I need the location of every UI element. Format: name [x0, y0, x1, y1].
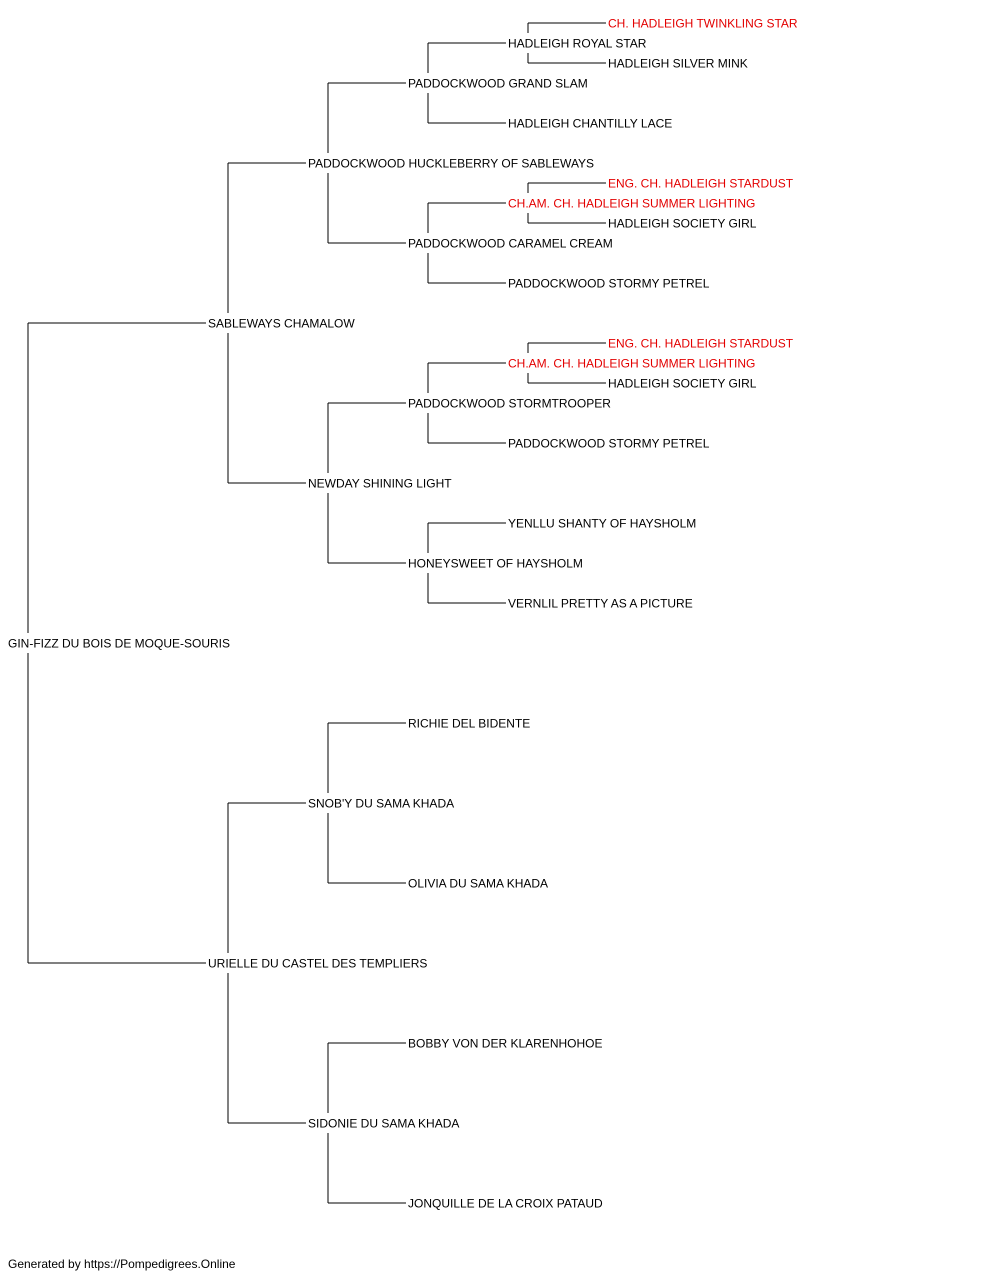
subject-dam-dam-dam-name: JONQUILLE DE LA CROIX PATAUD: [408, 1197, 603, 1211]
subject-sire-sire-name: PADDOCKWOOD HUCKLEBERRY OF SABLEWAYS: [308, 157, 594, 171]
subject-sire-sire-dam-sire-dam-name: HADLEIGH SOCIETY GIRL: [608, 217, 757, 231]
subject-sire-dam-dam-dam-name: VERNLIL PRETTY AS A PICTURE: [508, 597, 693, 611]
pedigree-labels: GIN-FIZZ DU BOIS DE MOQUE-SOURIS SABLEWAY…: [8, 17, 798, 1211]
subject-sire-sire-dam-sire-sire-name: ENG. CH. HADLEIGH STARDUST: [608, 177, 794, 191]
subject-sire-dam-sire-sire-name: CH.AM. CH. HADLEIGH SUMMER LIGHTING: [508, 357, 755, 371]
subject-sire-dam-sire-dam-name: PADDOCKWOOD STORMY PETREL: [508, 437, 710, 451]
subject-sire-dam-sire-name: PADDOCKWOOD STORMTROOPER: [408, 397, 611, 411]
subject-dam-dam-name: SIDONIE DU SAMA KHADA: [308, 1117, 459, 1131]
subject-sire-sire-dam-name: PADDOCKWOOD CARAMEL CREAM: [408, 237, 613, 251]
subject-sire-sire-sire-sire-name: HADLEIGH ROYAL STAR: [508, 37, 647, 51]
subject-sire-sire-sire-sire-sire-name: CH. HADLEIGH TWINKLING STAR: [608, 17, 798, 31]
subject-dam-name: URIELLE DU CASTEL DES TEMPLIERS: [208, 957, 427, 971]
subject-dam-sire-dam-name: OLIVIA DU SAMA KHADA: [408, 877, 548, 891]
subject-name: GIN-FIZZ DU BOIS DE MOQUE-SOURIS: [8, 637, 230, 651]
subject-dam-sire-sire-name: RICHIE DEL BIDENTE: [408, 717, 530, 731]
subject-dam-sire-name: SNOB'Y DU SAMA KHADA: [308, 797, 454, 811]
subject-sire-dam-dam-name: HONEYSWEET OF HAYSHOLM: [408, 557, 583, 571]
subject-dam-dam-sire-name: BOBBY VON DER KLARENHOHOE: [408, 1037, 603, 1051]
subject-sire-sire-sire-sire-dam-name: HADLEIGH SILVER MINK: [608, 57, 748, 71]
subject-sire-sire-sire-dam-name: HADLEIGH CHANTILLY LACE: [508, 117, 672, 131]
subject-sire-dam-sire-sire-dam-name: HADLEIGH SOCIETY GIRL: [608, 377, 757, 391]
generated-by-footer: Generated by https://Pompedigrees.Online: [8, 1257, 236, 1271]
subject-sire-sire-dam-dam-name: PADDOCKWOOD STORMY PETREL: [508, 277, 710, 291]
subject-sire-dam-sire-sire-sire-name: ENG. CH. HADLEIGH STARDUST: [608, 337, 794, 351]
subject-sire-sire-dam-sire-name: CH.AM. CH. HADLEIGH SUMMER LIGHTING: [508, 197, 755, 211]
subject-sire-dam-dam-sire-name: YENLLU SHANTY OF HAYSHOLM: [508, 517, 696, 531]
subject-sire-name: SABLEWAYS CHAMALOW: [208, 317, 355, 331]
pedigree-connectors: [27, 22, 606, 1204]
subject-sire-dam-name: NEWDAY SHINING LIGHT: [308, 477, 452, 491]
subject-sire-sire-sire-name: PADDOCKWOOD GRAND SLAM: [408, 77, 588, 91]
